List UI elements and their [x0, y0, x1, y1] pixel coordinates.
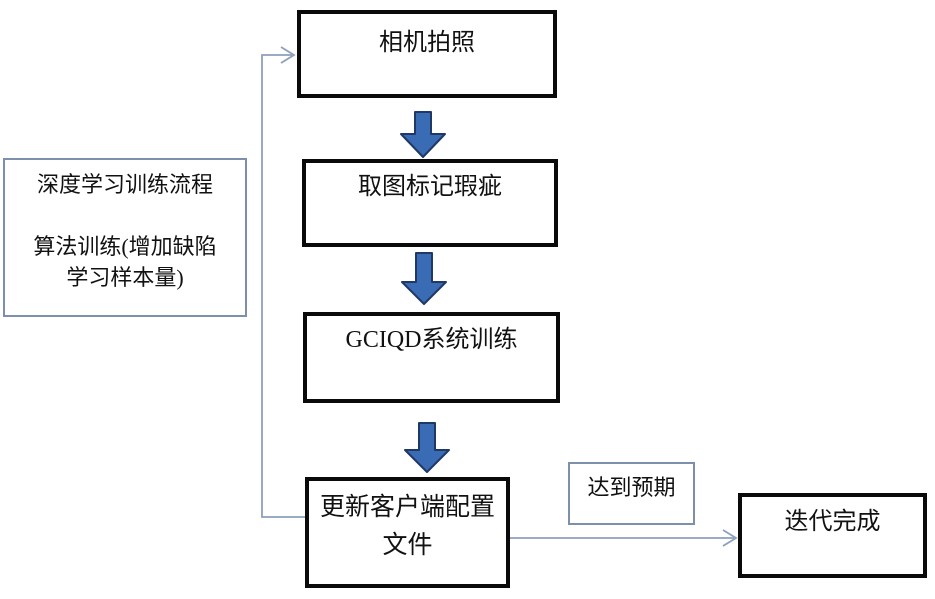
flow-node-gciqd-training-label: GCIQD系统训练: [345, 327, 518, 353]
flow-node-update-config: 更新客户端配置 文件: [305, 477, 510, 588]
annotation-box-training-process: 深度学习训练流程 算法训练(增加缺陷 学习样本量): [3, 158, 247, 317]
flow-node-mark-defects-label: 取图标记瑕疵: [358, 174, 502, 200]
flow-node-gciqd-training: GCIQD系统训练: [303, 312, 560, 403]
feedback-arrowhead-icon: [280, 46, 296, 64]
feedback-connector: [261, 54, 305, 518]
annotation-body-line2: 学习样本量): [66, 265, 184, 290]
flow-node-camera-label: 相机拍照: [379, 30, 475, 56]
flow-node-update-config-label-line2: 文件: [382, 532, 433, 559]
annotation-title: 深度学习训练流程: [36, 172, 213, 197]
annotation-body-line1: 算法训练(增加缺陷: [33, 234, 217, 259]
edge-label-expected: 达到预期: [568, 462, 695, 525]
block-arrow-train-to-update-icon: [404, 422, 450, 473]
flow-node-iteration-complete: 迭代完成: [738, 493, 927, 578]
flow-node-mark-defects: 取图标记瑕疵: [302, 159, 558, 247]
block-arrow-camera-to-mark-icon: [400, 111, 446, 158]
flow-node-iteration-complete-label: 迭代完成: [784, 509, 881, 535]
flow-node-camera: 相机拍照: [297, 10, 557, 98]
edge-label-expected-text: 达到预期: [587, 475, 676, 500]
block-arrow-mark-to-train-icon: [401, 252, 447, 305]
done-arrowhead-icon: [722, 529, 738, 547]
flow-node-update-config-label-line1: 更新客户端配置: [319, 494, 495, 521]
